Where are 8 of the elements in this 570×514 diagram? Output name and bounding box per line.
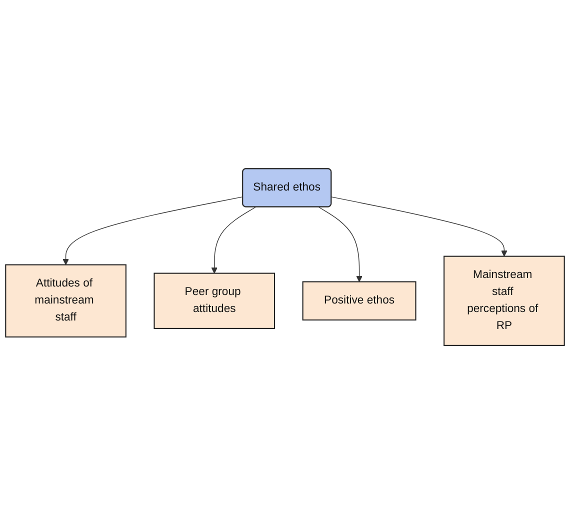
arrow <box>318 206 362 282</box>
arrow <box>211 206 256 274</box>
arrow <box>62 196 244 266</box>
node-box: Peer group attitudes <box>154 272 276 329</box>
node-box: Mainstream staff perceptions of RP <box>444 256 565 346</box>
node-box: Attitudes of mainstream staff <box>5 264 126 338</box>
node-box: Positive ethos <box>302 281 416 320</box>
arrow <box>331 196 508 257</box>
